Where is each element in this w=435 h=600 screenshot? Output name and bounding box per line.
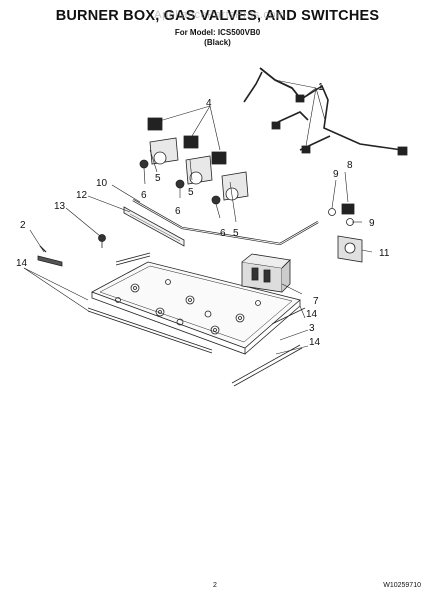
callout-13: 13: [54, 201, 66, 212]
document-code: W10259710: [383, 582, 421, 589]
spark-module: [241, 253, 291, 293]
manifold-pipe: [132, 199, 319, 246]
watermark: AppliancePartsPros.com: [154, 9, 286, 21]
callout-9b: 9: [369, 218, 375, 229]
callout-7: 7: [313, 296, 319, 307]
callout-14a: 14: [16, 258, 28, 269]
page-number: 2: [213, 582, 217, 589]
gas-valves: [139, 137, 249, 205]
switch-bracket: [123, 206, 185, 247]
callout-6c: 6: [220, 228, 226, 239]
gas-tubes: [243, 67, 408, 156]
callout-11: 11: [379, 248, 390, 259]
callout-5b: 5: [188, 187, 194, 198]
callout-2: 2: [20, 220, 26, 231]
callout-1: 1: [318, 82, 324, 93]
callout-6b: 6: [175, 206, 181, 217]
model-line: For Model: ICS500VB0: [174, 28, 261, 37]
callout-5c: 5: [233, 228, 239, 239]
pressure-regulator: [328, 203, 363, 263]
page-title: BURNER BOX, GAS VALVES, AND SWITCHES: [55, 8, 380, 24]
callout-3: 3: [309, 323, 315, 334]
burner-box: [91, 261, 301, 355]
callout-labels: 1 2 3 4 5 5 5 6 6 6 7 8 9 9 10 11 12 13 …: [16, 82, 390, 348]
callout-6a: 6: [141, 190, 147, 201]
ignition-switch: [37, 245, 63, 267]
callout-12: 12: [76, 190, 88, 201]
callout-14b: 14: [306, 309, 318, 320]
callout-4: 4: [206, 98, 212, 109]
color-line: (Black): [204, 38, 231, 47]
callout-10: 10: [96, 178, 108, 189]
callout-14c: 14: [309, 337, 321, 348]
screw: [98, 234, 106, 248]
leader-lines: [23, 79, 373, 355]
callout-5a: 5: [155, 173, 161, 184]
callout-9a: 9: [333, 169, 339, 180]
trim-strips: [87, 252, 306, 387]
callout-8: 8: [347, 160, 353, 171]
